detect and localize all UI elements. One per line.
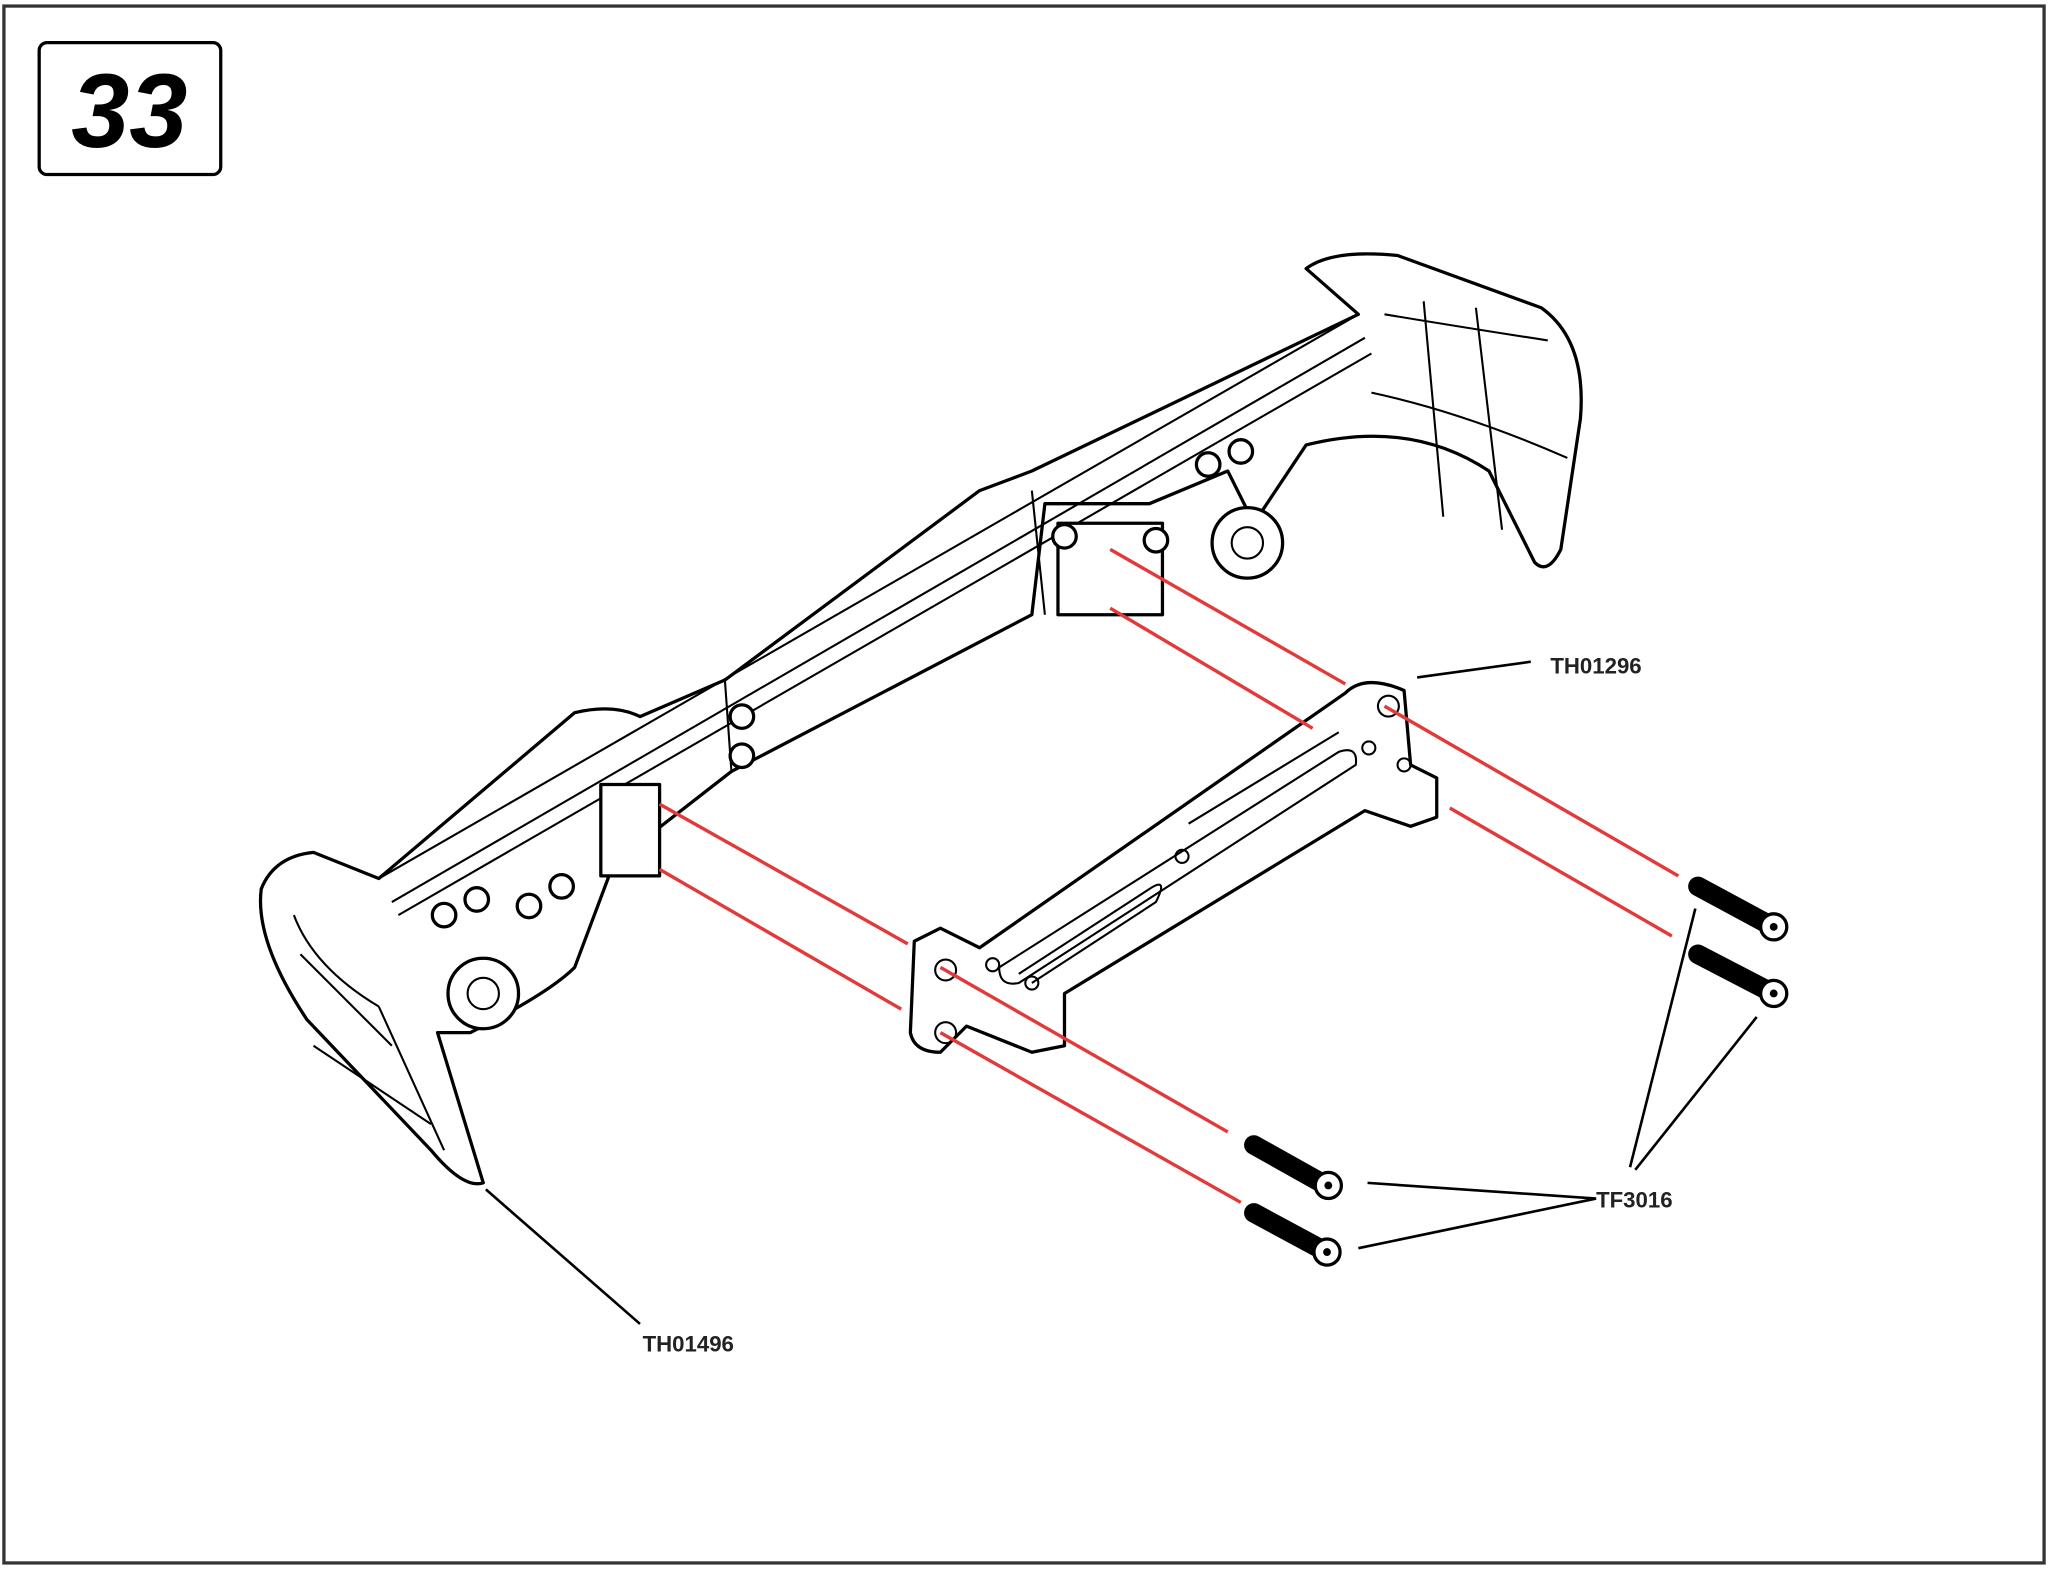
step-number: 33 bbox=[71, 53, 187, 170]
label-brace: TH01296 bbox=[1550, 653, 1641, 678]
callouts: TH01296 TH01496 TF3016 bbox=[485, 653, 1758, 1356]
step-badge: 33 bbox=[37, 40, 223, 177]
screw bbox=[1688, 944, 1789, 1009]
page-frame bbox=[2, 4, 2046, 1565]
screw bbox=[1244, 1135, 1344, 1201]
brace-part bbox=[908, 680, 1439, 1054]
alignment-guides bbox=[658, 547, 1680, 1204]
screw bbox=[1688, 876, 1789, 942]
bumper-part bbox=[258, 252, 1583, 1186]
screws bbox=[1244, 876, 1789, 1267]
label-bumper: TH01496 bbox=[643, 1331, 734, 1356]
label-screws: TF3016 bbox=[1596, 1188, 1672, 1213]
screw bbox=[1244, 1203, 1342, 1267]
